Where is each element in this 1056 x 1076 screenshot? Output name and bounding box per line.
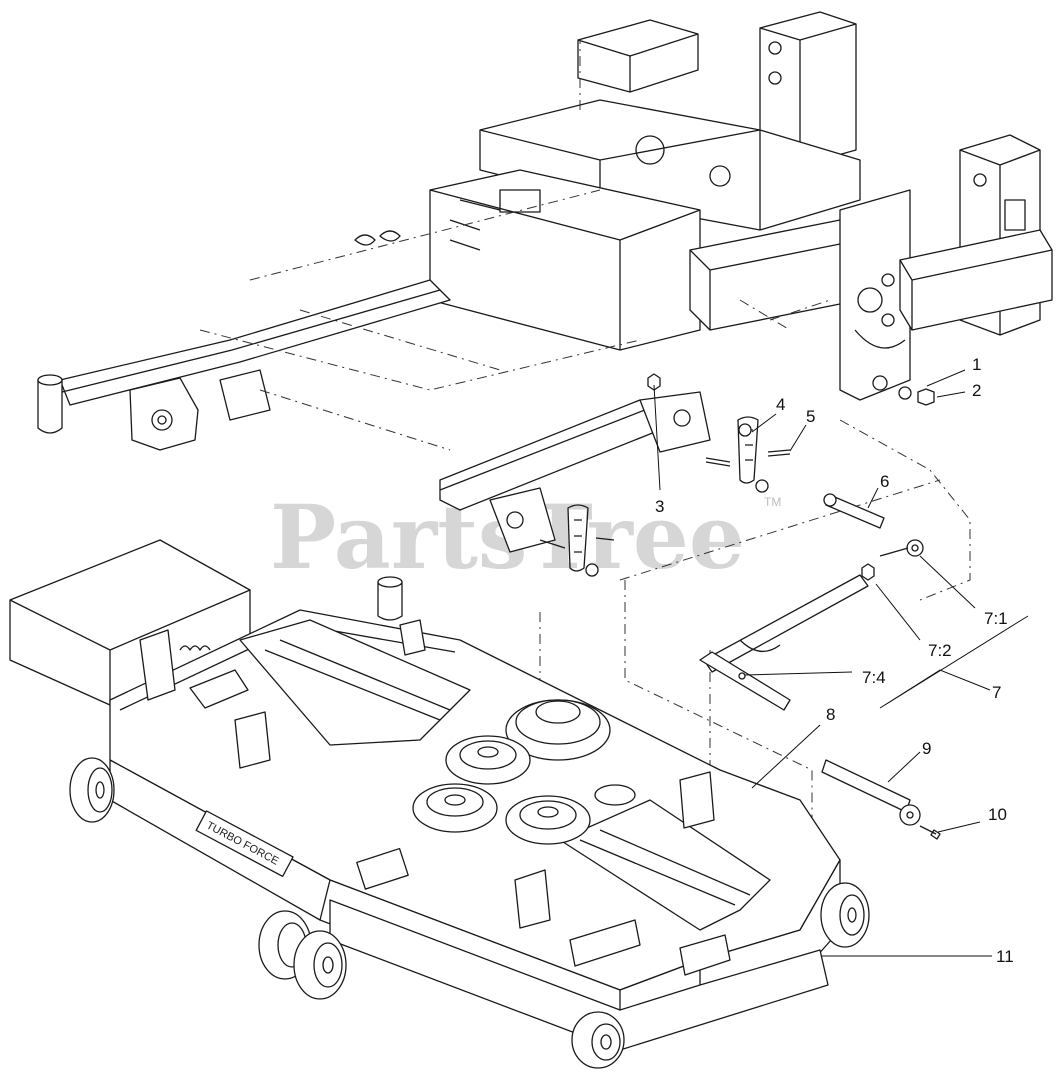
callout-3: 3	[655, 497, 664, 516]
mower-deck: TURBO FORCE	[9, 539, 870, 1069]
callout-7-1: 7:1	[984, 609, 1008, 628]
callout-10: 10	[988, 805, 1007, 824]
callout-7-4: 7:4	[862, 668, 886, 687]
callout-labels: 1 2 3 4 5 6 7:1 7:2 7:4 7 8 9 10 11	[655, 355, 1014, 966]
callout-4: 4	[776, 395, 785, 414]
wheel-right-front	[820, 882, 870, 948]
callout-5: 5	[806, 407, 815, 426]
leader-lines	[653, 369, 1029, 957]
wheel-center-front	[571, 1011, 625, 1069]
pulley-center-top	[505, 699, 611, 761]
callout-6: 6	[880, 472, 889, 491]
callout-9: 9	[922, 739, 931, 758]
hardware	[539, 373, 941, 840]
callout-2: 2	[972, 381, 981, 400]
callout-1: 1	[972, 355, 981, 374]
callout-7-2: 7:2	[928, 641, 952, 660]
callout-11: 11	[996, 947, 1014, 966]
watermark-trademark: TM	[764, 495, 781, 509]
callout-8: 8	[826, 705, 835, 724]
callout-7: 7	[992, 683, 1001, 702]
pulley-left-bottom	[412, 783, 498, 833]
wheel-left-rear	[69, 757, 115, 823]
tractor-frame	[37, 11, 1053, 860]
pulley-center-bottom	[505, 795, 591, 845]
wheel-left-front-2	[293, 930, 347, 1000]
pulley-left-top	[445, 735, 531, 785]
